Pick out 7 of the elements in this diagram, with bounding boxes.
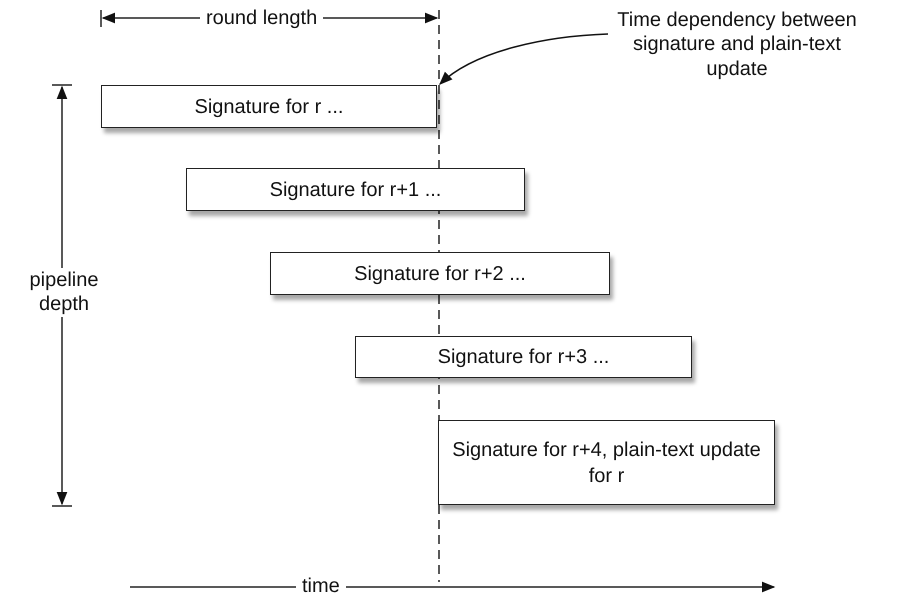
process-box: Signature for r ... (101, 85, 437, 128)
process-box: Signature for r+2 ... (270, 252, 610, 295)
process-box: Signature for r+4, plain-text update for r (438, 420, 775, 505)
annotation-text: Time dependency between signature and plain-text update (612, 8, 862, 82)
process-box: Signature for r+3 ... (355, 336, 692, 378)
process-box: Signature for r+1 ... (186, 168, 525, 211)
leader-arrow (438, 33, 608, 85)
